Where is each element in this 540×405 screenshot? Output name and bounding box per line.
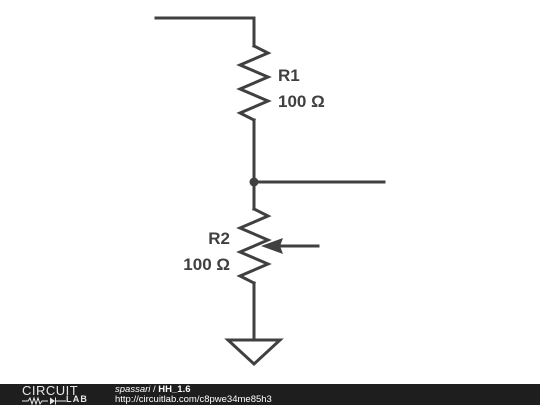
footer-bar: CIRCUIT LAB spassari / HH_1.6 http://cir…	[0, 384, 540, 405]
r2-designator: R2	[208, 229, 230, 248]
ground-icon	[224, 338, 284, 367]
input-wire	[154, 16, 256, 48]
r1-value: 100 Ω	[278, 92, 325, 111]
logo-squiggle-icon	[22, 396, 66, 405]
author-link[interactable]: spassari	[115, 384, 151, 395]
circuitlab-logo: CIRCUIT LAB	[22, 383, 102, 405]
resistor-r2-icon	[236, 206, 272, 286]
wiper-arrow-icon	[261, 238, 283, 254]
circuit-title[interactable]: HH_1.6	[158, 384, 191, 395]
path-separator: /	[150, 384, 159, 395]
r2-value: 100 Ω	[183, 255, 230, 274]
circuit-url-link[interactable]: http://circuitlab.com/c8pwe34me85h3	[115, 394, 272, 405]
junction-dot	[249, 177, 259, 187]
logo-text-bottom: LAB	[66, 394, 89, 404]
resistor-r1-icon	[236, 43, 272, 123]
circuit-info: spassari / HH_1.6 http://circuitlab.com/…	[115, 385, 272, 405]
logo-text-top: CIRCUIT	[22, 383, 79, 398]
r1-designator: R1	[278, 66, 300, 85]
circuit-schematic: R1 100 Ω R2 100 Ω	[154, 16, 386, 367]
